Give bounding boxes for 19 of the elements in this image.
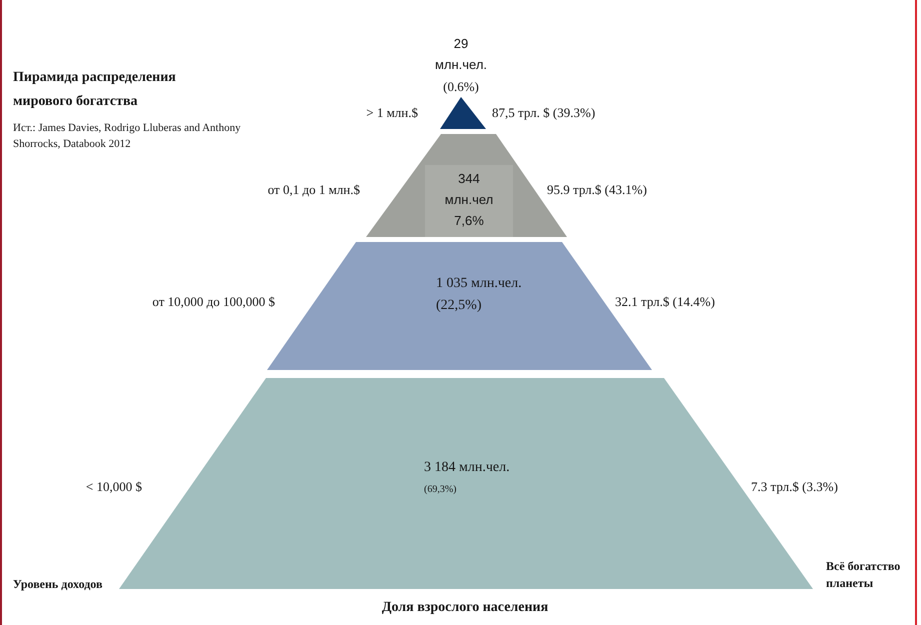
wealth-total-label: 7.3 трл.$ (3.3%) [751, 478, 838, 496]
wealth-total-label: 32.1 трл.$ (14.4%) [615, 293, 715, 311]
wealth-total-label: 87,5 трл. $ (39.3%) [492, 104, 596, 122]
population-count: 29 млн.чел. [434, 35, 488, 74]
axis-label: Доля взрослого населения [382, 599, 548, 617]
wealth-range-label: от 10,000 до 100,000 $ [152, 293, 275, 311]
wealth-range-label: > 1 млн.$ [366, 104, 418, 122]
axis-label: Уровень доходов [13, 576, 102, 593]
chart-title: Пирамида распределения мирового богатства [13, 69, 177, 111]
population-count: 1 035 млн.чел. (22,5%) [436, 275, 523, 315]
source-note: Ист.: James Davies, Rodrigo Lluberas and Anthony Shorrocks, Databook 2012 [13, 121, 242, 152]
wealth-total-label: 95.9 трл.$ (43.1%) [547, 181, 647, 199]
population-share: (69,3%) [424, 483, 458, 497]
axis-label: Всё богатство планеты [826, 558, 902, 592]
population-count: 3 184 млн.чел. [424, 459, 511, 477]
population-share: (0.6%) [442, 78, 480, 96]
wealth-range-label: от 0,1 до 1 млн.$ [268, 181, 360, 199]
wealth-range-label: < 10,000 $ [86, 478, 142, 496]
population-count: 344 млн.чел 7,6% [425, 165, 513, 237]
